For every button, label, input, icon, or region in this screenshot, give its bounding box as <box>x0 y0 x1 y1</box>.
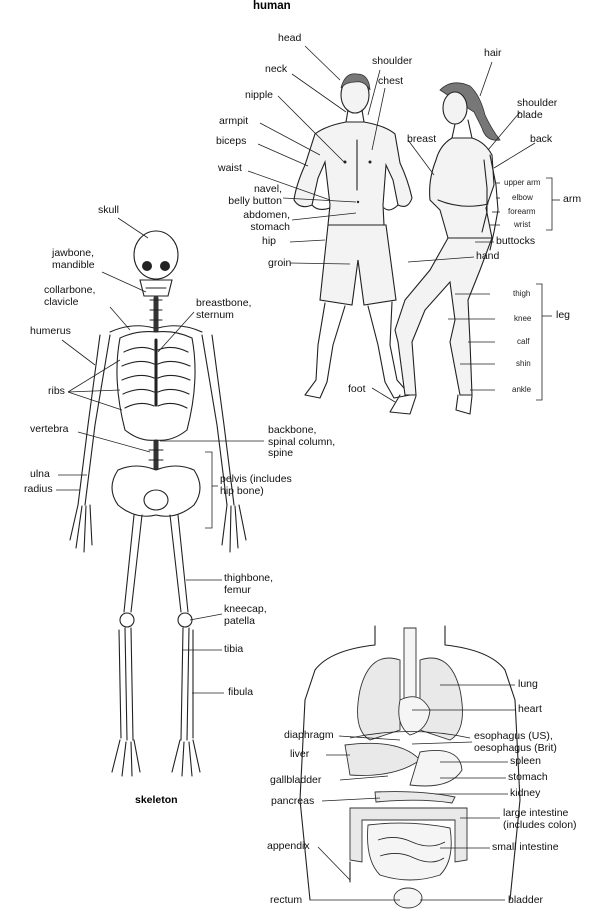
label-skull: skull <box>98 204 120 216</box>
label-upper-arm: upper arm <box>504 178 541 187</box>
label-nipple: nipple <box>245 89 274 101</box>
label-diaphragm: diaphragm <box>284 729 334 741</box>
label-breastbone: breastbone, sternum <box>196 297 252 321</box>
label-appendix: appendix <box>267 840 310 852</box>
label-wrist: wrist <box>514 220 531 229</box>
label-foot: foot <box>348 383 366 395</box>
label-head: head <box>278 32 302 44</box>
label-neck: neck <box>265 63 288 75</box>
label-leg: leg <box>556 309 571 321</box>
label-elbow: elbow <box>512 193 533 202</box>
label-knee: knee <box>514 314 532 323</box>
label-bladder: bladder <box>508 894 544 906</box>
label-ankle: ankle <box>512 385 532 394</box>
label-kidney: kidney <box>510 787 541 799</box>
label-thigh: thigh <box>513 289 531 298</box>
figure-title: human <box>253 0 291 12</box>
organs-figure <box>299 625 521 909</box>
label-shoulder: shoulder <box>372 55 413 67</box>
leader-lines <box>56 45 560 901</box>
man-figure <box>293 73 413 399</box>
label-lung: lung <box>518 678 538 690</box>
label-chest: chest <box>378 75 404 87</box>
label-biceps: biceps <box>216 135 247 147</box>
label-ribs: ribs <box>48 385 65 397</box>
label-ulna: ulna <box>30 468 50 480</box>
label-large-intestine: large intestine (includes colon) <box>503 807 577 831</box>
label-tibia: tibia <box>224 643 244 655</box>
label-thighbone: thighbone, femur <box>224 572 274 596</box>
label-abdomen: abdomen, stomach <box>243 209 290 233</box>
label-gallbladder: gallbladder <box>270 774 322 786</box>
label-hand: hand <box>476 250 500 262</box>
label-breast: breast <box>407 133 437 145</box>
label-waist: waist <box>218 162 242 174</box>
label-armpit: armpit <box>219 115 249 127</box>
label-back: back <box>530 133 553 145</box>
label-fibula: fibula <box>228 686 254 698</box>
label-shin: shin <box>516 359 531 368</box>
label-stomach: stomach <box>508 771 548 783</box>
label-kneecap: kneecap, patella <box>224 603 267 627</box>
label-vertebra: vertebra <box>30 423 69 435</box>
label-jawbone: jawbone, mandible <box>52 247 95 271</box>
skeleton-figure <box>69 230 247 777</box>
label-collarbone: collarbone, clavicle <box>44 284 96 308</box>
skeleton-title: skeleton <box>135 794 178 806</box>
label-rectum: rectum <box>270 894 303 906</box>
label-hair: hair <box>484 47 502 59</box>
label-radius: radius <box>24 483 53 495</box>
label-humerus: humerus <box>30 325 71 337</box>
label-hip: hip <box>262 235 277 247</box>
label-heart: heart <box>518 703 542 715</box>
label-small-intestine: small intestine <box>492 841 559 853</box>
label-pelvis: pelvis (includes hip bone) <box>220 473 292 497</box>
label-forearm: forearm <box>508 207 536 216</box>
label-liver: liver <box>290 748 310 760</box>
label-spleen: spleen <box>510 755 541 767</box>
label-pancreas: pancreas <box>271 795 315 807</box>
label-shoulder-blade: shoulder blade <box>517 97 558 121</box>
label-navel: navel, belly button <box>228 183 282 207</box>
label-backbone: backbone, spinal column, spine <box>268 424 336 459</box>
label-buttocks: buttocks <box>496 235 536 247</box>
label-esophagus: esophagus (US), oesophagus (Brit) <box>474 730 557 754</box>
label-calf: calf <box>517 337 530 346</box>
woman-figure <box>389 82 501 415</box>
label-groin: groin <box>268 257 292 269</box>
label-arm: arm <box>563 193 582 205</box>
